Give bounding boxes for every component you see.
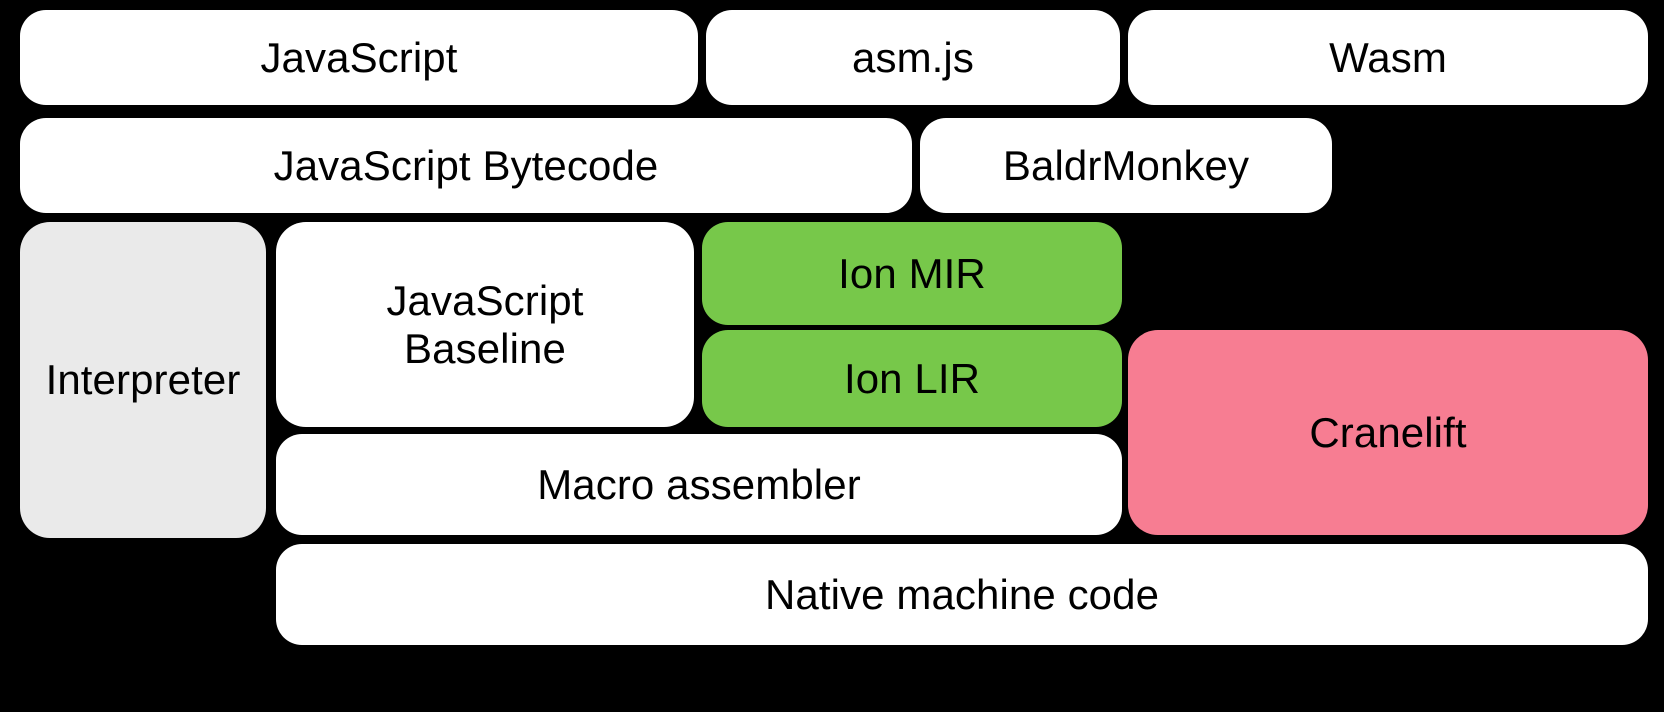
node-interpreter[interactable]: Interpreter bbox=[20, 222, 266, 538]
node-macro-assembler[interactable]: Macro assembler bbox=[276, 434, 1122, 535]
node-ion-lir[interactable]: Ion LIR bbox=[702, 330, 1122, 427]
node-baldrmonkey[interactable]: BaldrMonkey bbox=[920, 118, 1332, 213]
node-ion-mir[interactable]: Ion MIR bbox=[702, 222, 1122, 325]
node-javascript[interactable]: JavaScript bbox=[20, 10, 698, 105]
node-javascript-bytecode[interactable]: JavaScript Bytecode bbox=[20, 118, 912, 213]
node-cranelift[interactable]: Cranelift bbox=[1128, 330, 1648, 535]
node-wasm[interactable]: Wasm bbox=[1128, 10, 1648, 105]
node-javascript-baseline[interactable]: JavaScript Baseline bbox=[276, 222, 694, 427]
node-asmjs[interactable]: asm.js bbox=[706, 10, 1120, 105]
node-native-machine-code[interactable]: Native machine code bbox=[276, 544, 1648, 645]
